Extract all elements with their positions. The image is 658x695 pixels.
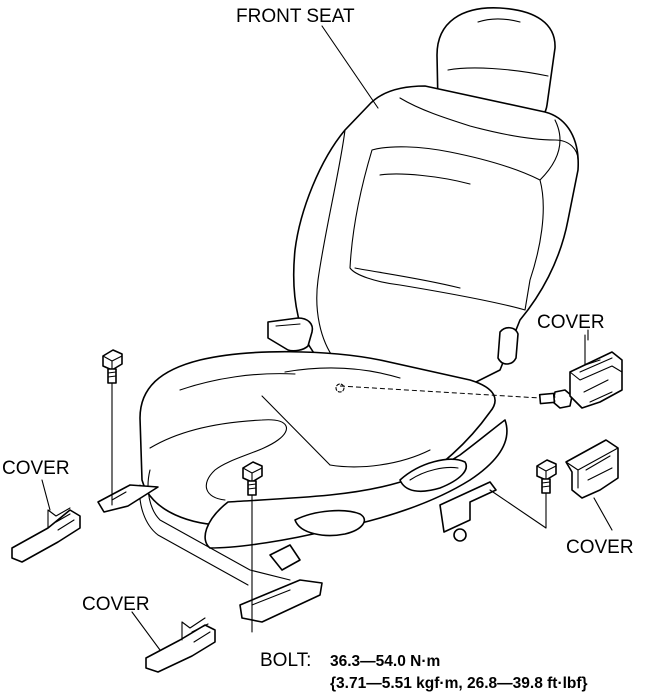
seat-back [267, 85, 579, 386]
bolt-right-front [489, 459, 557, 529]
cover-bottom-label: COVER [82, 594, 150, 615]
cover-right-lower-label: COVER [566, 537, 634, 558]
torque-imperial: {3.71—5.51 kgf·m, 26.8—39.8 ft·lbf} [330, 675, 588, 692]
seat-cushion [139, 350, 508, 549]
cover-left-part [11, 479, 81, 563]
front-seat-label: FRONT SEAT [236, 6, 355, 27]
cover-bottom-part [131, 611, 216, 673]
bolt-left-front [242, 461, 263, 633]
seat-rails [97, 469, 497, 623]
cover-right-lower-part [565, 439, 619, 531]
cover-left-label: COVER [2, 458, 70, 479]
cover-right-upper-part [569, 334, 623, 409]
front-seat-leader [321, 25, 379, 109]
torque-newton-meters: 36.3—54.0 N·m [330, 653, 440, 670]
cover-right-upper-label: COVER [537, 312, 605, 333]
bolt-label: BOLT: [260, 650, 311, 671]
bolt-left-rear [102, 349, 123, 506]
bolt-right-rear [335, 383, 573, 409]
